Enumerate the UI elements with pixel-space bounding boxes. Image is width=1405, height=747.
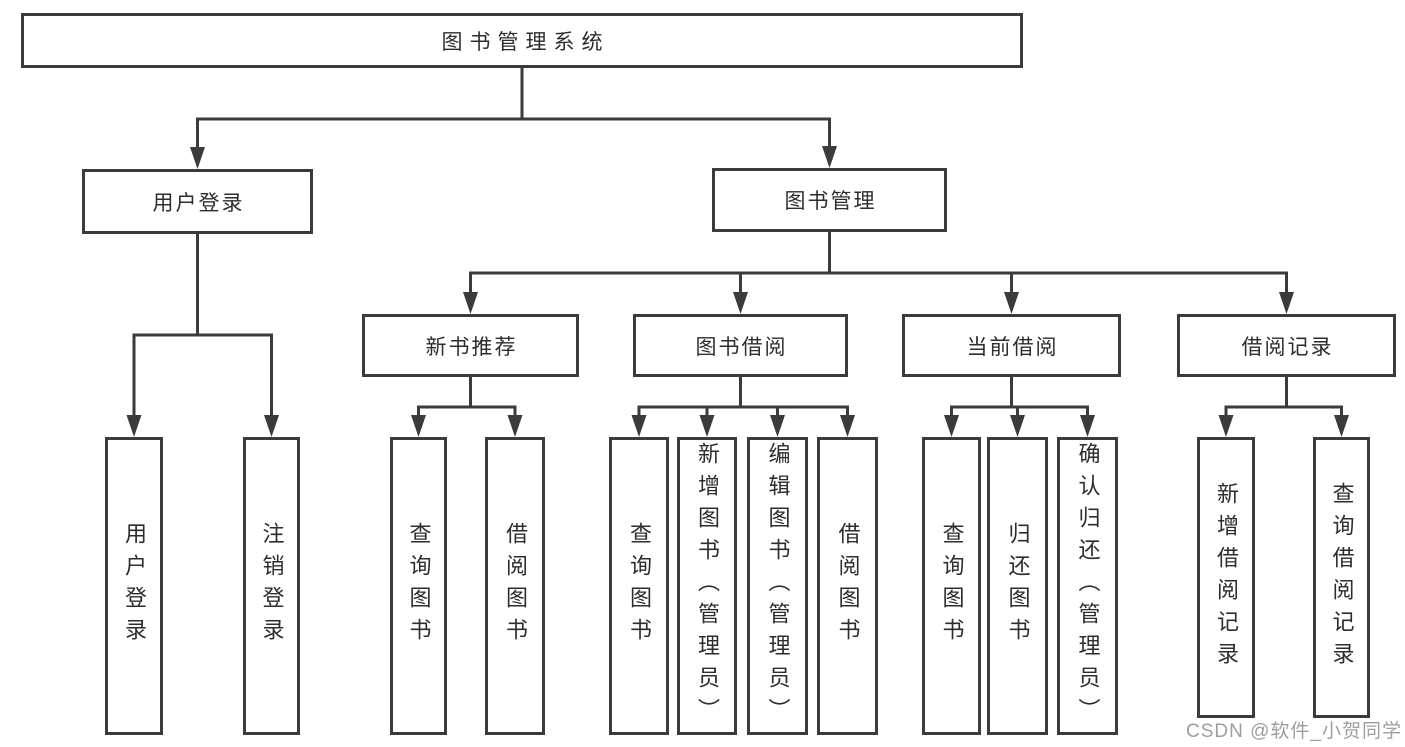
leaf-confirm-return-admin-label: 确认归还（管理员） xyxy=(1075,442,1101,730)
leaf-query-books-recommend: 查询图书 xyxy=(390,437,447,735)
node-current-borrowing: 当前借阅 xyxy=(902,314,1121,377)
leaf-query-books-current: 查询图书 xyxy=(922,437,981,735)
leaf-borrow-books: 借阅图书 xyxy=(817,437,878,735)
leaf-query-borrow-record-label: 查询借阅记录 xyxy=(1329,481,1355,674)
node-borrow-records-label: 借阅记录 xyxy=(1241,335,1334,359)
leaf-confirm-return-admin: 确认归还（管理员） xyxy=(1057,437,1118,735)
leaf-user-login: 用户登录 xyxy=(105,437,163,735)
node-user-login-branch-label: 用户登录 xyxy=(152,191,245,215)
node-new-book-recommend-label: 新书推荐 xyxy=(425,335,518,359)
node-current-borrowing-label: 当前借阅 xyxy=(966,335,1059,359)
leaf-edit-books-admin-label: 编辑图书（管理员） xyxy=(765,442,791,730)
leaf-query-books-borrowing-label: 查询图书 xyxy=(627,522,652,650)
leaf-logout-label: 注销登录 xyxy=(259,522,285,650)
leaf-query-borrow-record: 查询借阅记录 xyxy=(1313,437,1370,718)
node-user-login-branch: 用户登录 xyxy=(82,169,313,234)
leaf-borrow-books-label: 借阅图书 xyxy=(835,522,861,650)
leaf-borrow-books-recommend-label: 借阅图书 xyxy=(503,522,528,650)
node-book-management-branch: 图书管理 xyxy=(712,168,947,232)
leaf-return-books: 归还图书 xyxy=(987,437,1048,735)
node-library-management-system-label: 图书管理系统 xyxy=(441,30,610,54)
leaf-add-borrow-record: 新增借阅记录 xyxy=(1197,437,1255,718)
node-book-borrowing: 图书借阅 xyxy=(633,314,848,377)
leaf-query-books-current-label: 查询图书 xyxy=(939,522,965,650)
node-book-management-branch-label: 图书管理 xyxy=(784,190,877,213)
node-borrow-records: 借阅记录 xyxy=(1177,314,1396,377)
leaf-add-books-admin: 新增图书（管理员） xyxy=(677,437,737,735)
leaf-add-books-admin-label: 新增图书（管理员） xyxy=(695,442,720,730)
leaf-query-books-borrowing: 查询图书 xyxy=(609,437,669,735)
leaf-add-borrow-record-label: 新增借阅记录 xyxy=(1214,481,1239,674)
node-library-management-system: 图书管理系统 xyxy=(21,13,1023,68)
leaf-return-books-label: 归还图书 xyxy=(1005,522,1031,650)
leaf-query-books-recommend-label: 查询图书 xyxy=(406,522,432,650)
leaf-user-login-label: 用户登录 xyxy=(122,522,147,650)
leaf-borrow-books-recommend: 借阅图书 xyxy=(485,437,545,735)
leaf-edit-books-admin: 编辑图书（管理员） xyxy=(747,437,808,735)
node-new-book-recommend: 新书推荐 xyxy=(362,314,579,377)
node-book-borrowing-label: 图书借阅 xyxy=(695,335,788,359)
csdn-watermark: CSDN @软件_小贺同学 xyxy=(1186,721,1402,742)
leaf-logout: 注销登录 xyxy=(243,437,300,735)
